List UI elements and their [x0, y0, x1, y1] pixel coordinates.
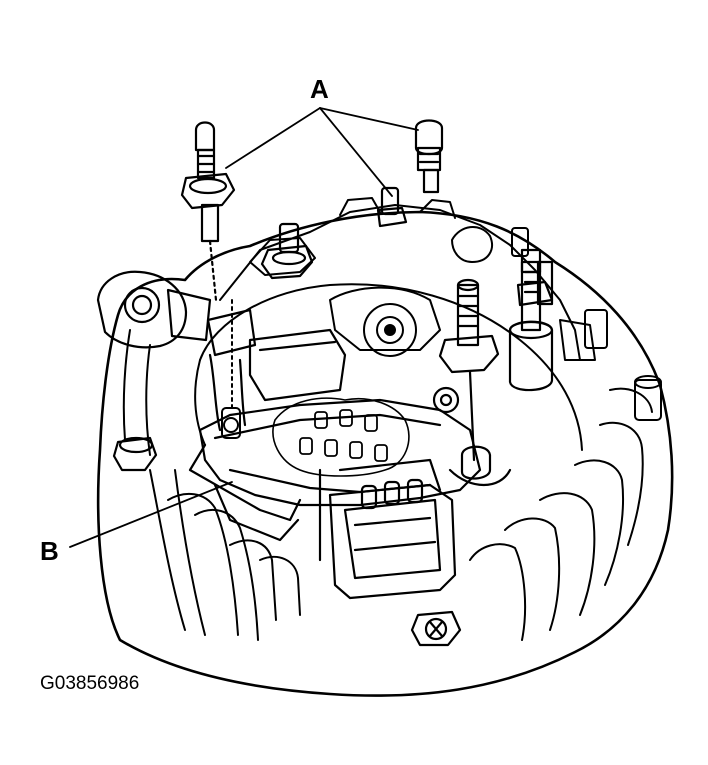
- left-stud-nut: [260, 222, 314, 280]
- housing: [96, 210, 674, 697]
- figure-id: G03856986: [40, 673, 140, 694]
- connector-plug: [318, 458, 457, 600]
- right-edge-nuts: [511, 227, 662, 421]
- bottom-nut: [410, 610, 462, 647]
- b-plus-terminal: [508, 248, 554, 392]
- leader-lines: [69, 107, 419, 548]
- bolt-right: [414, 119, 444, 194]
- rear-cover: [219, 197, 581, 361]
- left-lower-pin: [221, 299, 241, 439]
- bolt-right-stud: [432, 278, 512, 486]
- bolt-center: [376, 186, 408, 228]
- voltage-regulator: [188, 308, 482, 542]
- left-nut: [112, 436, 158, 472]
- cooling-fins: [122, 329, 653, 641]
- callout-b: B: [40, 536, 59, 566]
- callout-a: A: [310, 74, 329, 104]
- bolt-left: [180, 121, 236, 302]
